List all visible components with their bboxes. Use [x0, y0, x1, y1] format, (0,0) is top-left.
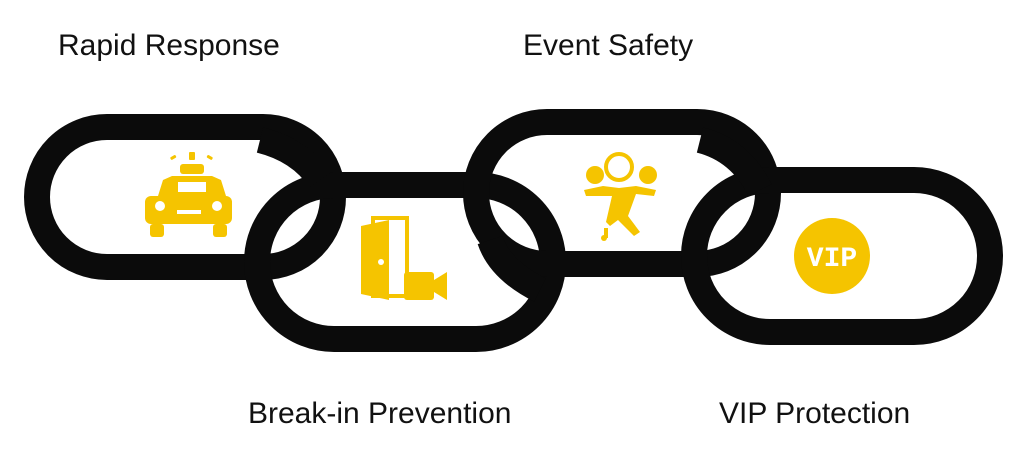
- police-car-icon: [145, 152, 232, 237]
- link-label-break-in-prevention: Break-in Prevention: [248, 397, 512, 430]
- link-label-vip-protection: VIP Protection: [719, 397, 911, 430]
- link-label-rapid-response: Rapid Response: [58, 29, 280, 62]
- link-label-event-safety: Event Safety: [523, 29, 694, 62]
- dancing-person-icon: [584, 152, 657, 241]
- door-camera-icon: [361, 216, 447, 300]
- vip-badge-icon: VIP: [794, 218, 870, 294]
- chain-link-4: [681, 167, 1003, 345]
- vip-badge-text: VIP: [807, 244, 857, 275]
